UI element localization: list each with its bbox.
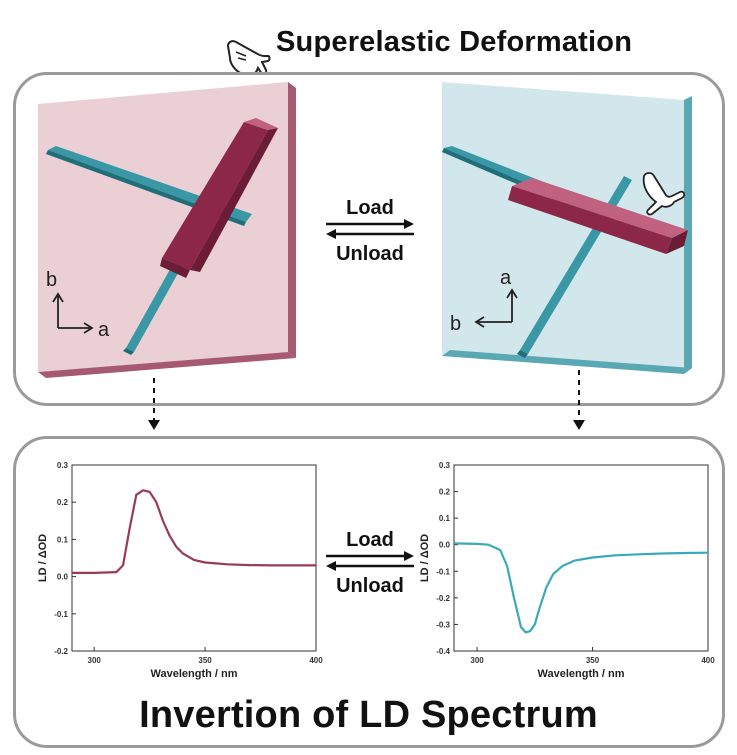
- y-tick-label: 0.3: [57, 461, 69, 470]
- x-tick-label: 300: [470, 656, 484, 665]
- pointing-hand-icon: [642, 172, 686, 216]
- x-tick-label: 300: [88, 656, 102, 665]
- y-tick-label: 0.2: [57, 498, 69, 507]
- right-axis-vertical-label: a: [500, 267, 512, 289]
- left-axis-vertical-label: b: [46, 269, 57, 291]
- x-axis-label: Wavelength / nm: [538, 668, 625, 680]
- y-tick-label: 0.1: [57, 535, 69, 544]
- y-tick-label: -0.2: [436, 594, 450, 603]
- left-maroon-block: [160, 118, 278, 278]
- top-load-arrows: [326, 219, 414, 239]
- plot-frame: [453, 464, 709, 652]
- y-tick-label: -0.3: [436, 620, 450, 629]
- ld-chart-after: -0.4 -0.3 -0.2 -0.1 0.0 0.1 0.2 0.3 300 350 400Wav…: [419, 461, 715, 680]
- x-tick-label: 350: [586, 656, 600, 665]
- y-tick-label: -0.1: [54, 610, 68, 619]
- left-axes: [52, 292, 94, 334]
- x-tick-label: 400: [701, 656, 715, 665]
- bottom-unload-label: Unload: [336, 575, 404, 597]
- plot-frame: [71, 464, 317, 652]
- left-axis-horizontal-label: a: [98, 319, 110, 341]
- x-tick-label: 350: [198, 656, 212, 665]
- right-maroon-block: [508, 178, 688, 254]
- y-tick-label: -0.4: [436, 647, 450, 656]
- header-title: Superelastic Deformation: [276, 26, 633, 58]
- y-tick-label: 0.0: [439, 541, 451, 550]
- ld-series-line: [453, 542, 709, 634]
- x-tick-label: 400: [309, 656, 323, 665]
- right-axes: [474, 288, 518, 328]
- ld-series-line: [72, 489, 316, 575]
- y-tick-label: 0.2: [439, 488, 451, 497]
- top-unload-label: Unload: [336, 243, 404, 265]
- right-crystal-plate: [442, 82, 692, 374]
- y-tick-label: 0.1: [439, 514, 451, 523]
- left-connector-arrowhead: [148, 420, 160, 430]
- top-load-label: Load: [346, 197, 394, 219]
- ld-spectrum-panel: [13, 436, 725, 748]
- spectrum-title: Invertion of LD Spectrum: [139, 694, 598, 736]
- right-axis-horizontal-label: b: [450, 313, 461, 335]
- ld-chart-before: -0.2 -0.1 0.0 0.1 0.2 0.3 300 350 400Wavelength …: [37, 461, 323, 680]
- right-connector-arrowhead: [573, 420, 585, 430]
- y-axis-label: LD / ΔOD: [37, 534, 49, 582]
- x-axis-label: Wavelength / nm: [151, 668, 238, 680]
- y-tick-label: -0.2: [54, 647, 68, 656]
- y-tick-label: 0.3: [439, 461, 451, 470]
- y-tick-label: -0.1: [436, 567, 450, 576]
- bottom-load-arrows: Load Unload: [326, 529, 414, 597]
- y-tick-label: 0.0: [57, 573, 69, 582]
- y-axis-label: LD / ΔOD: [419, 534, 431, 582]
- bottom-load-label: Load: [346, 529, 394, 551]
